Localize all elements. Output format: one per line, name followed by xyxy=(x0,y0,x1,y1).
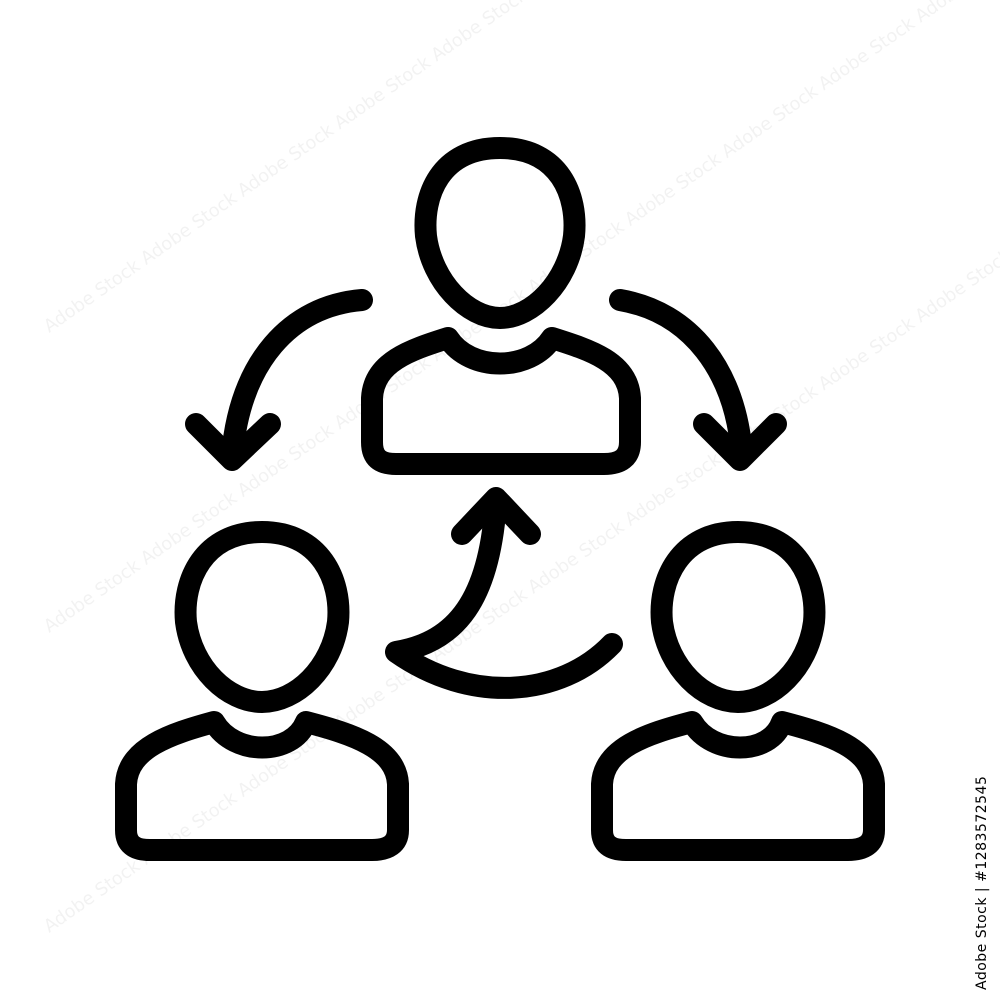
arrow-bottom-icon xyxy=(385,487,623,699)
arrow-left-head xyxy=(185,413,281,471)
person-bottom-left-head xyxy=(174,521,350,713)
arrow-bottom-head xyxy=(451,487,541,545)
arrow-right-shaft xyxy=(609,289,753,467)
person-bottom-right-icon xyxy=(591,521,885,861)
arrow-right-icon xyxy=(609,289,787,471)
person-top-head xyxy=(414,137,586,329)
person-bottom-left-icon xyxy=(115,521,409,861)
person-bottom-right-body xyxy=(591,711,885,861)
arrow-left-icon xyxy=(185,289,373,471)
person-top-icon xyxy=(361,137,641,475)
image-id-label: Adobe Stock | #1283572545 xyxy=(974,775,990,990)
person-bottom-right-head xyxy=(650,521,826,713)
arrow-right-head xyxy=(693,413,787,471)
person-top-body xyxy=(361,327,641,475)
arrow-left-shaft xyxy=(221,289,373,467)
person-bottom-left-body xyxy=(115,711,409,861)
arrow-bottom-shaft xyxy=(385,489,623,699)
